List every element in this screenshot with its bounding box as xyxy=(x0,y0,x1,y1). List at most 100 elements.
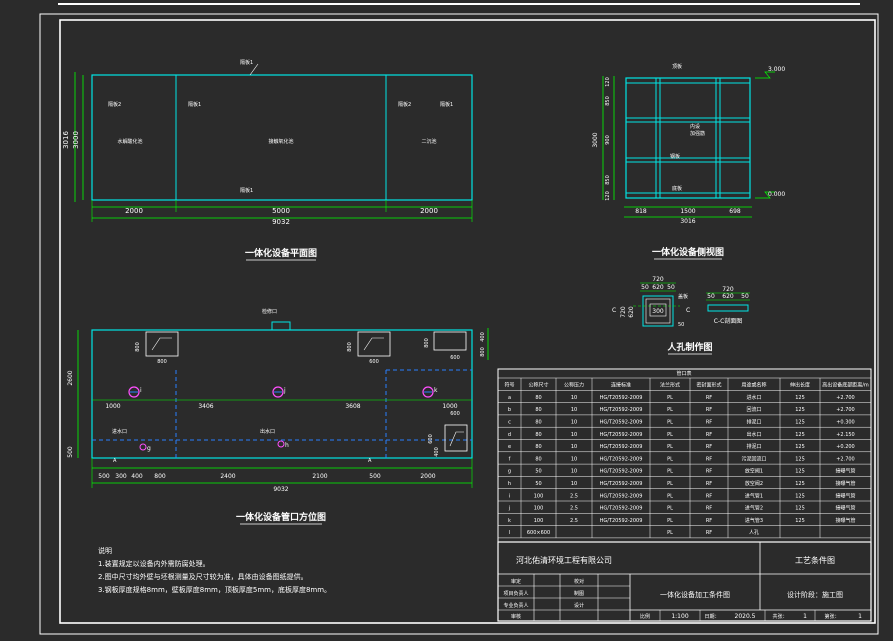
manhole-outer xyxy=(642,295,674,327)
side-dim-b2: 1500 xyxy=(680,208,695,215)
tb-role-4: 审核 xyxy=(511,613,521,620)
front-dim-b1: 500 xyxy=(98,473,110,480)
table-cell: 2.5 xyxy=(570,518,578,524)
notes-line-1: 1.装置规定以设备内外需防腐处理。 xyxy=(98,559,210,568)
manhole-dim-top: 720 xyxy=(652,276,664,283)
table-cell: RF xyxy=(706,420,712,426)
side-inner-2: 加强筋 xyxy=(690,130,705,137)
front-box-label-5: 800 xyxy=(424,338,430,348)
manhole-dim-left1: 720 xyxy=(620,306,627,318)
plan-leader-mid: 隔板1 xyxy=(188,101,201,108)
table-cell: c xyxy=(508,420,511,426)
front-dim-mid-4: 1000 xyxy=(442,403,457,410)
table-cell: HG/T20592-2009 xyxy=(600,506,643,512)
table-cell: RF xyxy=(706,481,712,487)
front-title: 一体化设备管口方位图 xyxy=(236,511,326,523)
table-cell: PL xyxy=(667,456,673,462)
table-header: 公称尺寸 xyxy=(528,382,548,389)
table-cell: f xyxy=(509,456,511,462)
table-cell: HG/T20592-2009 xyxy=(600,456,643,462)
table-cell: PL xyxy=(667,395,673,401)
tb-role-r3: 设计 xyxy=(574,602,584,609)
plan-dim-left-1: 3016 xyxy=(62,131,70,149)
notes-heading: 说明 xyxy=(98,546,112,555)
table-cell: 125 xyxy=(795,506,805,512)
tb-sheets: 1 xyxy=(803,613,807,620)
table-cell: 进气管2 xyxy=(745,505,763,512)
plan-room-1: 水解酸化池 xyxy=(117,138,142,145)
table-cell: HG/T20592-2009 xyxy=(600,481,643,487)
front-box-label-3: 800 xyxy=(347,342,353,352)
plan-title: 一体化设备平面图 xyxy=(245,247,317,259)
table-cell: 80 xyxy=(535,444,541,450)
table-cell: +2.700 xyxy=(836,407,855,413)
side-title: 一体化设备侧视图 xyxy=(652,246,724,258)
table-cell: 接曝气管 xyxy=(835,480,855,487)
table-cell: PL xyxy=(667,420,673,426)
table-cell: k xyxy=(508,518,511,524)
table-cell: 2.5 xyxy=(570,493,578,499)
plan-view: 隔板1 隔板2 隔板1 隔板2 隔板1 隔板1 水解酸化池 接触氧化池 二沉池 … xyxy=(62,59,473,261)
table-cell: RF xyxy=(706,395,712,401)
table-cell: 125 xyxy=(795,420,805,426)
notes: 说明 1.装置规定以设备内外需防腐处理。 2.图中尺寸均外壁与坯根测量及尺寸较为… xyxy=(98,546,331,594)
table-cell: a xyxy=(508,395,511,401)
nozzle-g-label: g xyxy=(147,445,151,452)
table-cell: +0.300 xyxy=(836,420,855,426)
plan-dim-total: 9032 xyxy=(272,218,290,226)
tb-stage: 设计阶段：施工图 xyxy=(787,590,843,599)
table-cell: PL xyxy=(667,469,673,475)
table-cell: 放空阀2 xyxy=(745,480,763,487)
table-cell: 80 xyxy=(535,456,541,462)
table-cell: 进气管1 xyxy=(745,492,763,499)
front-dim-mid-2: 3406 xyxy=(198,403,213,410)
front-inspection-port xyxy=(271,321,291,331)
table-cell: PL xyxy=(667,432,673,438)
side-total-h: 3000 xyxy=(592,132,599,147)
front-dim-b3: 400 xyxy=(131,473,143,480)
side-outline xyxy=(625,77,751,199)
front-dim-right-4: 600 xyxy=(428,434,434,444)
table-cell: 放空阀1 xyxy=(745,468,763,475)
side-dim-r2: 850 xyxy=(605,96,611,106)
manhole-sec-dim-c: 50 xyxy=(741,293,749,300)
front-top-label: 检修口 xyxy=(262,308,277,315)
front-dim-b2: 300 xyxy=(115,473,127,480)
plan-dim-2: 5000 xyxy=(272,207,290,215)
front-box-label-2: 800 xyxy=(157,359,167,365)
plan-leader-right2: 隔板1 xyxy=(440,101,453,108)
front-view: 检修口 800 800 800 600 800 600 i j k g h 进水… xyxy=(67,308,489,525)
tb-role-r2: 制图 xyxy=(574,590,584,597)
nozzle-label-outlet: 出水口 xyxy=(260,428,275,435)
table-cell: 出水口 xyxy=(746,431,761,438)
side-elev-bottom: 0.000 xyxy=(768,191,785,198)
table-cell: RF xyxy=(706,407,712,413)
table-cell: 10 xyxy=(571,481,577,487)
table-cell: +2.150 xyxy=(836,432,855,438)
table-cell: 125 xyxy=(795,469,805,475)
manhole-title: 人孔制作图 xyxy=(666,341,712,353)
table-cell: 125 xyxy=(795,432,805,438)
front-dim-b4: 800 xyxy=(154,473,166,480)
table-header: 连接标准 xyxy=(611,382,631,389)
nozzle-h xyxy=(277,440,285,448)
table-cell: 回流口 xyxy=(746,406,761,413)
plan-leader-bottom: 隔板1 xyxy=(240,187,253,194)
side-bottom-label: 底板 xyxy=(672,185,682,192)
front-marker-a1: A xyxy=(113,458,117,464)
table-cell: PL xyxy=(667,444,673,450)
table-cell: 80 xyxy=(535,420,541,426)
table-cell: HG/T20592-2009 xyxy=(600,420,643,426)
plan-leader-right1: 隔板2 xyxy=(398,101,411,108)
front-dim-b6: 2100 xyxy=(312,473,327,480)
table-cell: HG/T20592-2009 xyxy=(600,395,643,401)
nozzle-g xyxy=(139,443,147,451)
manhole-sec-dim-b: 620 xyxy=(722,293,734,300)
nozzle-i-label: i xyxy=(140,387,142,394)
table-cell: d xyxy=(508,432,511,438)
plan-dim-left-2: 3000 xyxy=(72,131,80,149)
table-header: 用途或名称 xyxy=(741,382,766,389)
manhole-label-cover: 盖板 xyxy=(678,293,688,300)
tb-scale-label: 比例 xyxy=(640,613,650,620)
front-dim-right-3: 600 xyxy=(450,411,460,417)
